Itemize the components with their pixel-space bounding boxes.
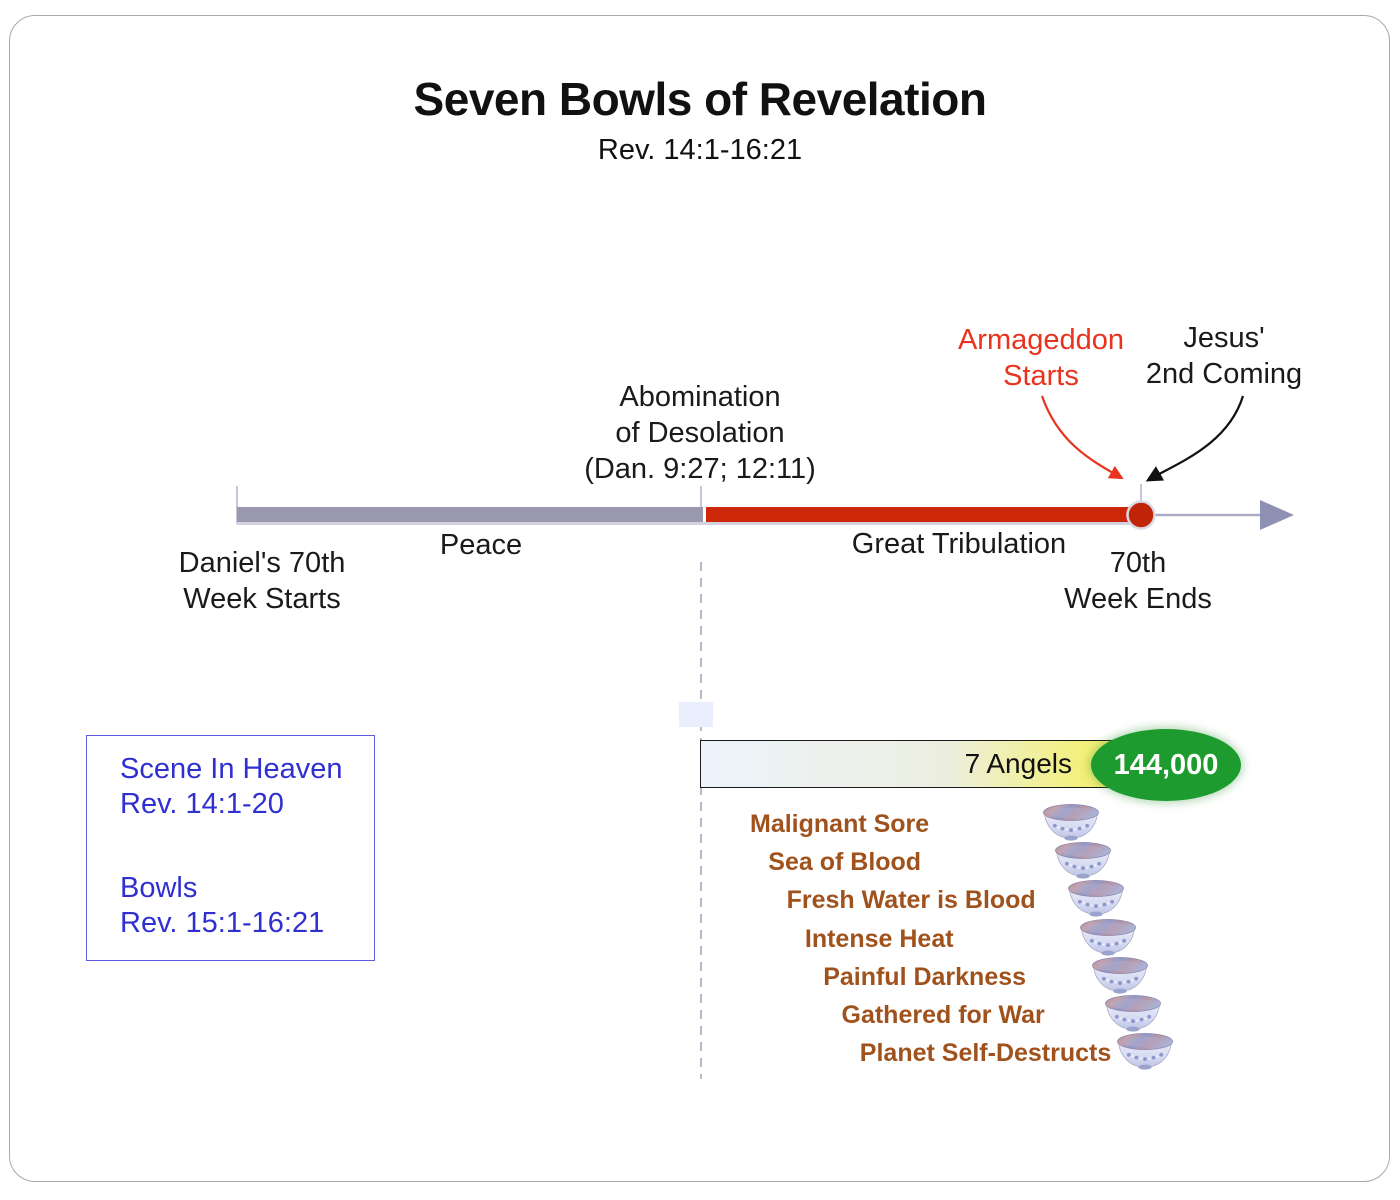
bowl-label: Malignant Sore bbox=[750, 810, 930, 838]
seven-angels-bar: 7 Angels bbox=[700, 740, 1149, 788]
spacer bbox=[120, 822, 374, 871]
bowl-label: Planet Self-Destructs bbox=[859, 1039, 1112, 1068]
week-start-label: Daniel's 70th Week Starts bbox=[179, 545, 346, 617]
bowl-label: Sea of Blood bbox=[768, 848, 922, 877]
bowls-ref: Rev. 15:1-16:21 bbox=[120, 907, 325, 939]
bowl-icon bbox=[1077, 918, 1139, 956]
page-subtitle: Rev. 14:1-16:21 bbox=[597, 134, 803, 166]
week-end-line1: 70th bbox=[1109, 547, 1167, 579]
bowl-icon bbox=[1065, 879, 1127, 918]
bowl-icon bbox=[1114, 1032, 1176, 1070]
page-title: Seven Bowls of Revelation bbox=[413, 73, 987, 125]
seven-angels-label: 7 Angels bbox=[964, 748, 1072, 779]
peace-label: Peace bbox=[439, 529, 523, 561]
second-coming-label: Jesus' 2nd Coming bbox=[1146, 320, 1302, 392]
scene-in-heaven-ref: Rev. 14:1-20 bbox=[120, 788, 284, 820]
heaven-reference-box: Scene In Heaven Rev. 14:1-20 Bowls Rev. … bbox=[86, 735, 375, 961]
abomination-line2: of Desolation bbox=[615, 417, 785, 449]
tribulation-label: Great Tribulation bbox=[851, 528, 1067, 560]
count-badge-text: 144,000 bbox=[1113, 748, 1219, 781]
armageddon-label: Armageddon Starts bbox=[958, 322, 1124, 394]
abomination-label: Abomination of Desolation (Dan. 9:27; 12… bbox=[584, 379, 816, 487]
second-coming-line1: Jesus' bbox=[1183, 322, 1265, 354]
bowl-icon bbox=[1040, 803, 1102, 841]
bowl-icon bbox=[1102, 994, 1164, 1032]
week-start-line2: Week Starts bbox=[183, 583, 341, 615]
week-end-line2: Week Ends bbox=[1064, 583, 1212, 615]
bowls-title: Bowls bbox=[120, 872, 198, 904]
week-start-line1: Daniel's 70th bbox=[178, 547, 346, 579]
scene-in-heaven-title: Scene In Heaven bbox=[120, 753, 343, 785]
diagram-card bbox=[9, 15, 1390, 1182]
bowl-label: Fresh Water is Blood bbox=[786, 886, 1036, 915]
second-coming-line2: 2nd Coming bbox=[1145, 358, 1303, 390]
count-badge: 144,000 bbox=[1091, 729, 1241, 801]
bowl-icon bbox=[1052, 841, 1114, 879]
bowl-icon bbox=[1089, 956, 1151, 994]
armageddon-line2: Starts bbox=[1003, 360, 1079, 392]
abomination-line1: Abomination bbox=[619, 381, 781, 413]
armageddon-line1: Armageddon bbox=[957, 324, 1125, 356]
divider-highlight bbox=[679, 702, 713, 727]
bowl-label: Intense Heat bbox=[804, 924, 954, 953]
week-end-label: 70th Week Ends bbox=[1064, 545, 1212, 617]
abomination-line3: (Dan. 9:27; 12:11) bbox=[584, 453, 816, 485]
bowl-label: Gathered for War bbox=[841, 1001, 1045, 1029]
bowl-label: Painful Darkness bbox=[823, 962, 1027, 991]
